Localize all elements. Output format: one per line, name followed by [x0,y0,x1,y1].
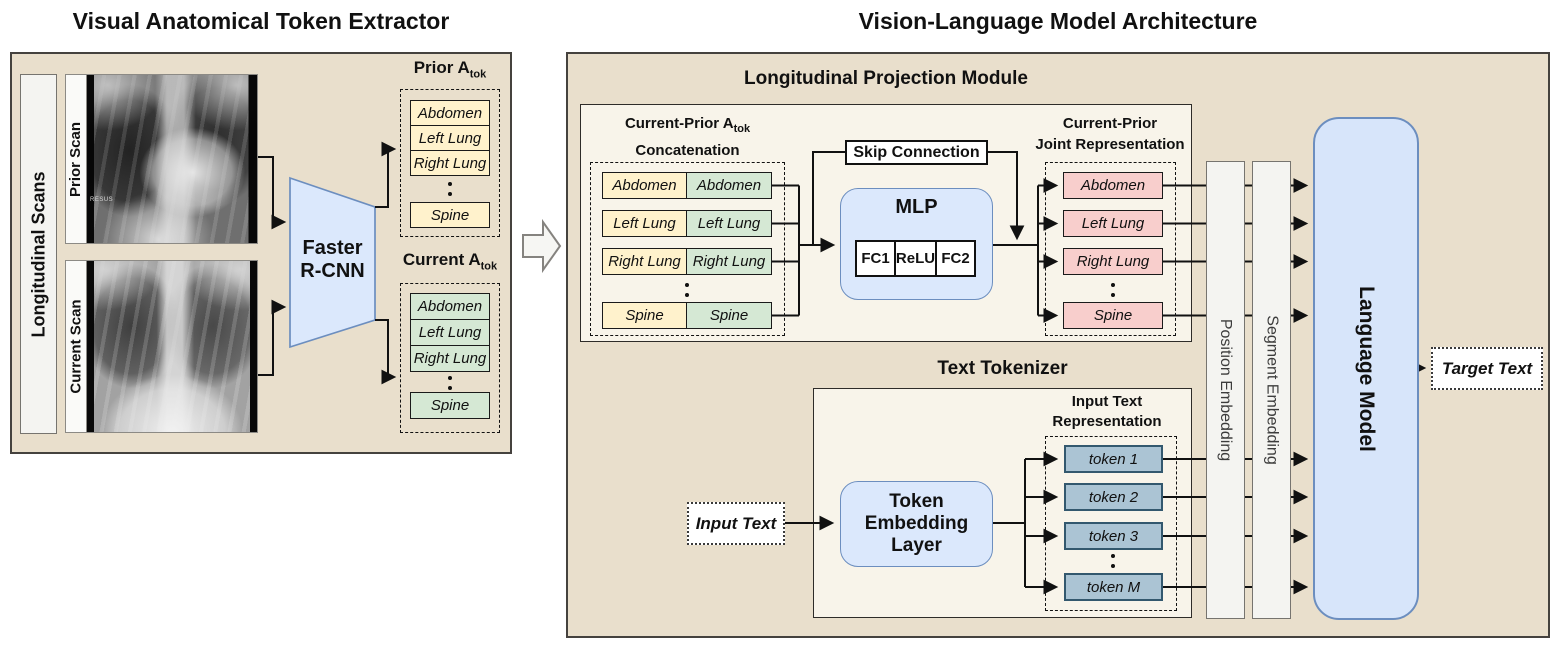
mlp-layer-fc2: FC2 [935,240,976,277]
language-model-box: Language Model [1313,117,1419,620]
joint-rep-label: Current-Prior Joint Representation [1035,115,1185,153]
right-section-title: Vision-Language Model Architecture [858,8,1258,34]
xray-marker-text: RESUS [90,196,114,203]
prior-scan-xray: RESUS [87,75,257,243]
target-text-box: Target Text [1431,347,1543,390]
ellipsis-dots [448,182,452,196]
concat-pair-current: Spine [686,302,772,329]
panel-transition-arrow [522,218,562,274]
ellipsis-dots [1111,283,1115,297]
current-scan-strip: Current Scan [66,261,87,432]
concat-pair-prior: Spine [602,302,687,329]
text-tokenizer-title: Text Tokenizer [937,358,1068,379]
longitudinal-scans-bar: Longitudinal Scans [20,74,57,434]
mlp-layers: FC1 ReLU FC2 [855,240,976,277]
prior-scan-strip: Prior Scan [66,75,87,243]
current-scan-xray [87,261,257,432]
prior-atok-header: Prior Atok [413,58,487,81]
joint-rep-box [1045,162,1176,336]
current-scan-group: Current Scan [65,260,258,433]
concat-label: Current-Prior Atok Concatenation [624,115,751,159]
language-model-label: Language Model [1355,285,1378,452]
joint-token: Abdomen [1063,172,1163,199]
input-text-rep-label: Input Text Representation [1052,393,1162,430]
current-token: Spine [410,392,490,419]
concat-pair-prior: Abdomen [602,172,687,199]
mlp-layer-relu: ReLU [894,240,937,277]
longitudinal-scans-label: Longitudinal Scans [28,170,49,338]
prior-atok-box [400,89,500,237]
faster-rcnn-label: Faster R-CNN [300,237,365,282]
skip-connection-box: Skip Connection [845,140,988,165]
left-section-title: Visual Anatomical Token Extractor [72,8,450,34]
current-token: Right Lung [410,345,490,372]
text-token: token M [1064,573,1163,601]
token-embedding-layer-box: Token Embedding Layer [840,481,993,567]
prior-token: Left Lung [410,125,490,151]
prior-token: Abdomen [410,100,490,126]
text-token: token 3 [1064,522,1163,550]
prior-scan-group: Prior Scan RESUS [65,74,258,244]
concat-pair-prior: Right Lung [602,248,687,275]
input-text-rep-box [1045,436,1177,611]
concat-pair-current: Right Lung [686,248,772,275]
mlp-title: MLP [895,196,938,218]
concat-box [590,162,785,336]
prior-token: Spine [410,202,490,228]
mlp-layer-fc1: FC1 [855,240,896,277]
current-atok-header: Current Atok [402,250,498,273]
current-scan-label: Current Scan [67,299,85,394]
ellipsis-dots [448,376,452,390]
position-embedding-bar: Position Embedding [1206,161,1245,619]
segment-embedding-bar: Segment Embedding [1252,161,1291,619]
position-embedding-label: Position Embedding [1217,318,1235,462]
current-token: Left Lung [410,319,490,346]
lpm-title: Longitudinal Projection Module [744,68,1028,89]
prior-token: Right Lung [410,150,490,176]
concat-pair-prior: Left Lung [602,210,687,237]
prior-scan-label: Prior Scan [67,121,85,197]
text-token: token 1 [1064,445,1163,473]
input-text-box: Input Text [687,502,785,545]
current-atok-box [400,283,500,433]
joint-token: Left Lung [1063,210,1163,237]
text-token: token 2 [1064,483,1163,511]
current-token: Abdomen [410,293,490,320]
ellipsis-dots [1111,554,1115,568]
concat-pair-current: Abdomen [686,172,772,199]
segment-embedding-label: Segment Embedding [1263,315,1281,465]
concat-pair-current: Left Lung [686,210,772,237]
joint-token: Spine [1063,302,1163,329]
joint-token: Right Lung [1063,248,1163,275]
ellipsis-dots [685,283,689,297]
